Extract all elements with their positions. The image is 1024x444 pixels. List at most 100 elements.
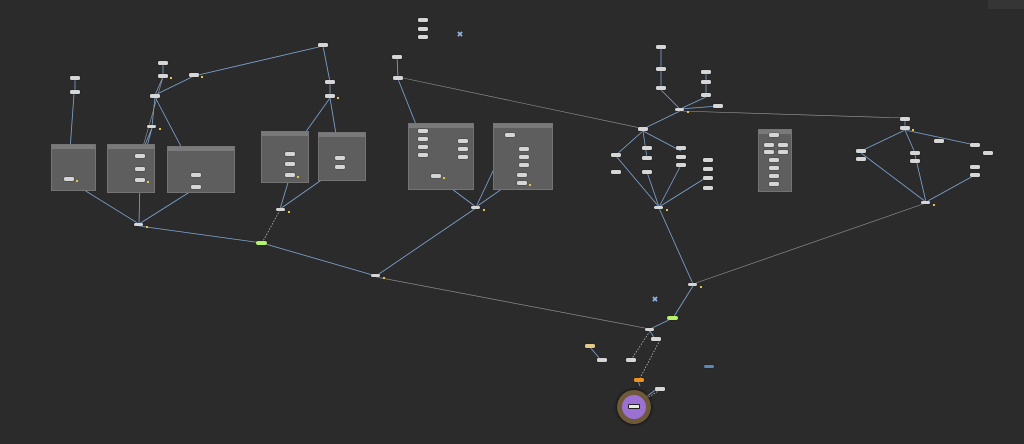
graph-node[interactable] [970,173,980,177]
graph-node[interactable] [900,126,914,131]
graph-node[interactable] [769,133,779,137]
graph-node[interactable] [655,387,665,391]
graph-node[interactable] [418,27,428,31]
graph-node[interactable] [597,358,607,362]
graph-node[interactable] [701,80,711,84]
graph-node[interactable] [703,186,713,190]
graph-node[interactable] [656,86,666,90]
graph-node[interactable] [318,43,328,47]
graph-node[interactable] [983,151,993,155]
graph-node[interactable] [325,94,339,99]
graph-node[interactable] [970,165,980,169]
graph-node[interactable] [64,177,78,182]
graph-node[interactable] [769,158,779,162]
graph-node[interactable] [856,149,866,153]
graph-node[interactable] [656,67,666,71]
active-merge-node[interactable] [667,316,678,320]
graph-node[interactable] [393,76,403,80]
graph-node[interactable] [910,159,920,163]
graph-node[interactable] [285,152,295,156]
graph-node[interactable] [135,167,145,171]
graph-node[interactable] [713,104,723,108]
graph-node[interactable] [934,139,944,143]
graph-node[interactable] [676,163,686,167]
graph-node[interactable] [585,344,595,348]
active-merge-node[interactable] [256,241,267,245]
corner-tab[interactable] [988,0,1024,9]
graph-node[interactable] [418,153,428,157]
merge-node[interactable] [371,274,385,279]
merge-node[interactable] [921,201,935,206]
graph-node[interactable] [325,80,335,84]
graph-node[interactable] [392,55,402,59]
merge-node[interactable] [688,283,702,288]
graph-node[interactable] [147,125,161,130]
graph-node[interactable] [418,35,428,39]
graph-node[interactable] [656,45,666,49]
graph-node[interactable] [517,181,531,186]
graph-node[interactable] [703,176,713,180]
graph-node[interactable] [769,182,779,186]
graph-node[interactable] [626,358,636,362]
graph-node[interactable] [418,137,428,141]
graph-node[interactable] [769,166,779,170]
network-box[interactable] [107,144,155,193]
graph-node[interactable] [676,146,686,150]
graph-node[interactable] [642,156,652,160]
graph-node[interactable] [675,108,689,113]
graph-node[interactable] [638,127,648,131]
merge-node[interactable] [471,206,485,211]
graph-node[interactable] [191,173,201,177]
graph-node[interactable] [611,153,621,157]
cross-icon[interactable]: ✖ [651,295,659,304]
graph-node[interactable] [418,145,428,149]
graph-node[interactable] [458,155,468,159]
graph-node[interactable] [676,155,686,159]
graph-node[interactable] [150,94,160,98]
graph-node[interactable] [519,147,529,151]
network-box[interactable] [51,144,96,191]
graph-node[interactable] [634,378,644,382]
graph-node[interactable] [611,170,621,174]
graph-node[interactable] [703,167,713,171]
graph-node[interactable] [335,165,345,169]
graph-node[interactable] [158,61,168,65]
graph-node[interactable] [642,146,652,150]
merge-node[interactable] [134,223,148,228]
graph-node[interactable] [158,74,172,79]
graph-node[interactable] [900,117,910,121]
graph-node[interactable] [458,147,468,151]
graph-node[interactable] [517,173,527,177]
graph-node[interactable] [285,162,295,166]
graph-node[interactable] [651,337,661,341]
cross-icon[interactable]: ✖ [456,30,464,39]
graph-node[interactable] [276,208,290,213]
graph-node[interactable] [703,158,713,162]
graph-node[interactable] [418,18,428,22]
merge-node[interactable] [645,328,654,331]
graph-node[interactable] [704,365,714,368]
graph-node[interactable] [335,156,345,160]
graph-node[interactable] [701,70,711,74]
graph-node[interactable] [769,174,779,178]
merge-node[interactable] [654,206,668,211]
graph-node[interactable] [189,73,203,78]
graph-node[interactable] [135,154,145,158]
network-box[interactable] [167,146,235,193]
graph-node[interactable] [458,139,468,143]
graph-node[interactable] [910,151,920,155]
graph-node[interactable] [70,76,80,80]
graph-node[interactable] [701,93,711,97]
graph-node[interactable] [519,163,529,167]
graph-node[interactable] [418,129,428,133]
graph-node[interactable] [778,150,788,154]
graph-node[interactable] [135,178,149,183]
graph-node[interactable] [778,143,788,147]
graph-node[interactable] [505,133,515,137]
graph-node[interactable] [856,157,866,161]
graph-node[interactable] [431,174,445,179]
graph-node[interactable] [285,173,299,178]
graph-node[interactable] [70,90,80,94]
graph-node[interactable] [519,155,529,159]
